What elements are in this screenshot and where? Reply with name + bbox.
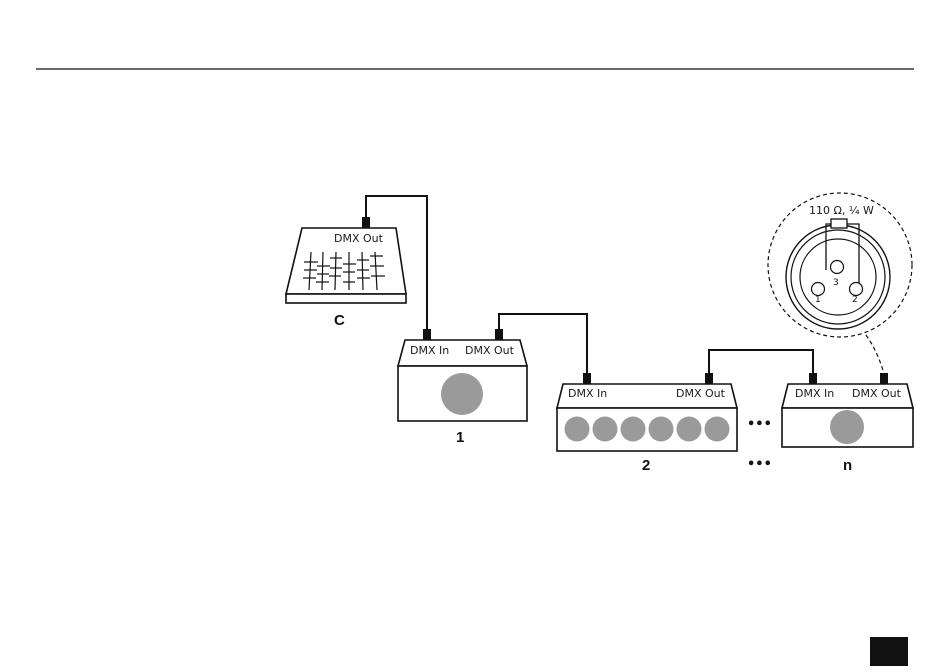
device-2-lamp	[621, 417, 646, 442]
device-n-id-label: n	[843, 457, 852, 474]
device-2: DMX In DMX Out 2	[557, 373, 737, 474]
continuation-dots-lower: •••	[747, 457, 772, 472]
resistor-label: 110 Ω, ¼ W	[809, 204, 874, 217]
device-2-dmx-out-label: DMX Out	[676, 387, 726, 400]
xlr-middle-ring	[791, 230, 885, 324]
xlr-pin-1-label: 1	[815, 295, 821, 305]
xlr-outer-ring	[786, 225, 890, 329]
xlr-terminator-detail: 110 Ω, ¼ W 1 2 3	[768, 193, 912, 374]
continuation-dots-upper: •••	[747, 417, 772, 432]
xlr-pin-1	[812, 283, 825, 296]
device-n-dmx-in-label: DMX In	[795, 387, 834, 400]
device-n: DMX In DMX Out n	[782, 373, 913, 474]
dmx-console: DMX Out C	[286, 217, 406, 329]
device-2-lamp	[677, 417, 702, 442]
terminator-leader-line	[866, 335, 884, 374]
device-2-lamp	[649, 417, 674, 442]
device-2-lamp	[593, 417, 618, 442]
xlr-pin-2-label: 2	[852, 295, 858, 305]
xlr-inner-ring	[800, 239, 876, 315]
xlr-pin-3	[831, 261, 844, 274]
page-corner-box	[870, 637, 908, 666]
device-n-dmx-out-label: DMX Out	[852, 387, 902, 400]
resistor-body	[831, 219, 847, 228]
device-1-id-label: 1	[456, 429, 464, 446]
device-1-dmx-in-label: DMX In	[410, 344, 449, 357]
device-2-lamp	[565, 417, 590, 442]
console-base	[286, 294, 406, 303]
cable-2-to-n	[709, 350, 813, 376]
console-dmx-out-label: DMX Out	[334, 232, 384, 245]
device-2-dmx-in-label: DMX In	[568, 387, 607, 400]
console-id-label: C	[334, 312, 345, 329]
device-1-dmx-out-label: DMX Out	[465, 344, 515, 357]
device-n-lamp	[830, 410, 864, 444]
xlr-pin-2	[850, 283, 863, 296]
device-2-lamp	[705, 417, 730, 442]
device-2-id-label: 2	[642, 457, 650, 474]
device-1-lamp	[441, 373, 483, 415]
device-1: DMX In DMX Out 1	[398, 329, 527, 446]
xlr-pin-3-label: 3	[833, 278, 839, 288]
